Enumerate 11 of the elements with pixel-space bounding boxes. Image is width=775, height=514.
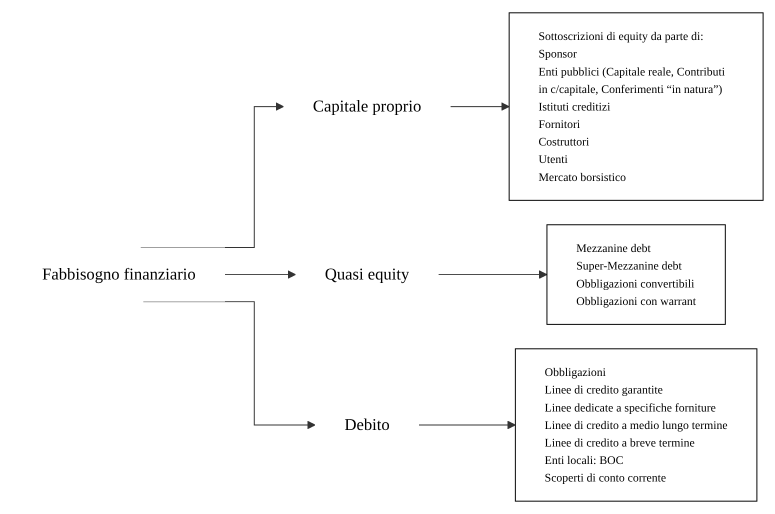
arrow bbox=[142, 301, 316, 430]
node-text: Capitale proprio bbox=[312, 97, 421, 116]
node-box: Sottoscrizioni di equity da parte di: Sponsor Enti pubblici (Capitale reale, Contributi in c/capitale, Conferimenti “in natura”) Istituti creditizi Fornitori Costruttori Utenti Mercato borsistico bbox=[508, 12, 764, 201]
arrow bbox=[450, 102, 510, 111]
arrow bbox=[224, 270, 296, 279]
arrow bbox=[418, 420, 516, 430]
node-text: Debito bbox=[344, 415, 390, 434]
node-box: Mezzanine debt Super-Mezzanine debt Obbligazioni convertibili Obbligazioni con warrant bbox=[546, 224, 726, 325]
arrow bbox=[438, 270, 547, 279]
node-box: Obbligazioni Linee di credito garantite Linee dedicate a specifiche forniture Linee di credito a medio lungo termine Linee di credito a breve termine Enti locali: BOC Scoperti di conto corrente bbox=[514, 348, 757, 502]
node-text: Quasi equity bbox=[324, 265, 409, 284]
